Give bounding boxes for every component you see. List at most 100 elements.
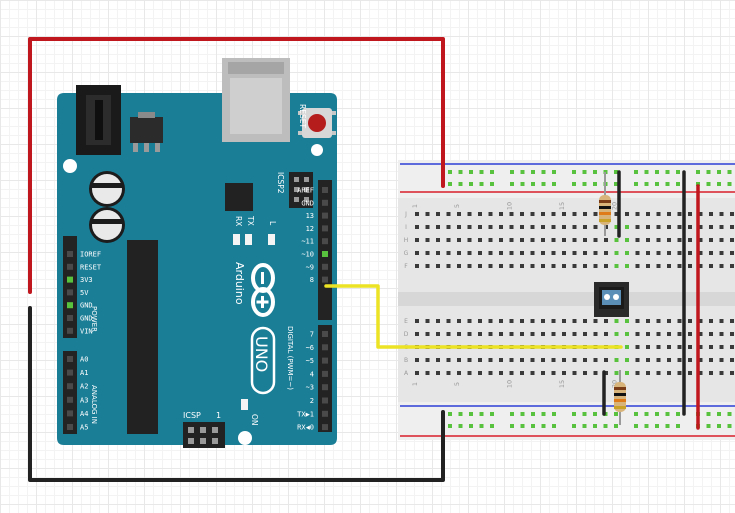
breadboard-hole — [551, 225, 556, 229]
icsp2-pin — [304, 197, 309, 202]
rail-hole — [458, 182, 463, 186]
breadboard-hole — [572, 264, 577, 268]
rail-hole — [572, 412, 576, 416]
breadboard-hole — [656, 371, 661, 375]
analog-pin-label: A2 — [80, 383, 88, 391]
breadboard-row-letter: J — [404, 211, 407, 218]
breadboard-hole — [646, 251, 650, 255]
breadboard-hole — [646, 345, 650, 349]
breadboard-hole — [478, 332, 482, 336]
breadboard-hole — [425, 332, 430, 336]
rail-hole — [572, 170, 576, 174]
rail-hole — [717, 182, 721, 186]
header-pin — [67, 327, 73, 334]
icsp2-pin — [304, 187, 309, 192]
breadboard-hole — [467, 264, 472, 268]
breadboard-hole — [415, 319, 419, 323]
breadboard-hole — [730, 212, 734, 216]
breadboard-hole — [551, 212, 556, 216]
digital-pin-label: ~11 — [301, 238, 314, 246]
rail-hole — [458, 412, 463, 416]
breadboard-hole — [730, 251, 734, 255]
breadboard-hole — [541, 238, 545, 242]
breadboard-hole — [488, 371, 493, 375]
breadboard-hole — [688, 264, 692, 268]
breadboard-column-number: 5 — [453, 382, 461, 386]
rail-hole — [593, 170, 597, 174]
icsp-pin — [200, 438, 206, 444]
breadboard-hole — [457, 251, 461, 255]
breadboard-hole — [509, 358, 514, 362]
breadboard-hole — [667, 225, 671, 229]
power-pin-label: GND — [80, 315, 93, 323]
breadboard-hole — [415, 212, 419, 216]
breadboard-column-number: 10 — [506, 202, 514, 210]
breadboard-hole — [509, 225, 514, 229]
breadboard-hole — [667, 345, 671, 349]
breadboard-hole — [436, 371, 440, 375]
icsp-pin — [200, 427, 206, 433]
rail-hole — [531, 424, 535, 428]
breadboard-hole — [730, 264, 734, 268]
rail-hole — [696, 170, 700, 174]
breadboard-hole — [635, 345, 640, 349]
rail-hole — [676, 170, 680, 174]
on-led — [241, 399, 248, 410]
header-pin — [67, 251, 73, 257]
icsp-pin — [188, 438, 194, 444]
breadboard-hole — [625, 225, 629, 229]
rail-hole — [520, 170, 525, 174]
breadboard-hole — [604, 238, 608, 242]
rail-hole — [655, 424, 659, 428]
breadboard-row-letter: D — [404, 331, 409, 338]
icsp2-pin — [294, 187, 299, 192]
breadboard-hole — [520, 371, 524, 375]
rail-hole — [541, 424, 546, 428]
breadboard-hole — [688, 251, 692, 255]
l-label: L — [268, 221, 277, 226]
reset-button-icon[interactable] — [298, 108, 336, 138]
rail-hole — [655, 170, 659, 174]
breadboard-hole — [530, 264, 535, 268]
breadboard-hole — [688, 345, 692, 349]
breadboard-hole — [677, 225, 682, 229]
breadboard-hole — [415, 371, 419, 375]
breadboard-hole — [625, 212, 629, 216]
breadboard-hole — [635, 238, 640, 242]
breadboard-hole — [446, 251, 451, 255]
rail-hole — [582, 182, 587, 186]
icsp-pin — [212, 438, 218, 444]
breadboard-hole — [488, 251, 493, 255]
breadboard-hole — [656, 251, 661, 255]
rail-hole — [593, 412, 597, 416]
digital-header-bottom — [318, 325, 332, 432]
breadboard-hole — [499, 225, 503, 229]
breadboard-hole — [677, 264, 682, 268]
breadboard-hole — [635, 212, 640, 216]
rail-hole — [479, 170, 484, 174]
rail-hole — [727, 182, 732, 186]
rail-hole — [531, 170, 535, 174]
breadboard-row-letter: E — [404, 318, 408, 325]
breadboard-hole — [467, 212, 472, 216]
rail-hole — [644, 424, 649, 428]
rail-hole — [676, 182, 680, 186]
breadboard-hole — [551, 251, 556, 255]
breadboard-hole — [509, 332, 514, 336]
breadboard-hole — [656, 358, 661, 362]
breadboard-hole — [688, 225, 692, 229]
power-pin-label: VIN — [80, 327, 93, 335]
breadboard-hole — [551, 358, 556, 362]
breadboard-hole — [583, 212, 587, 216]
breadboard-hole — [509, 212, 514, 216]
rail-hole — [593, 182, 597, 186]
breadboard-hole — [583, 225, 587, 229]
breadboard-hole — [467, 225, 472, 229]
breadboard-hole — [677, 358, 682, 362]
breadboard-hole — [572, 358, 577, 362]
rail-hole — [634, 170, 638, 174]
breadboard-hole — [446, 212, 451, 216]
icsp2-pin — [294, 177, 299, 182]
breadboard-hole — [562, 264, 566, 268]
breadboard-hole — [446, 319, 451, 323]
